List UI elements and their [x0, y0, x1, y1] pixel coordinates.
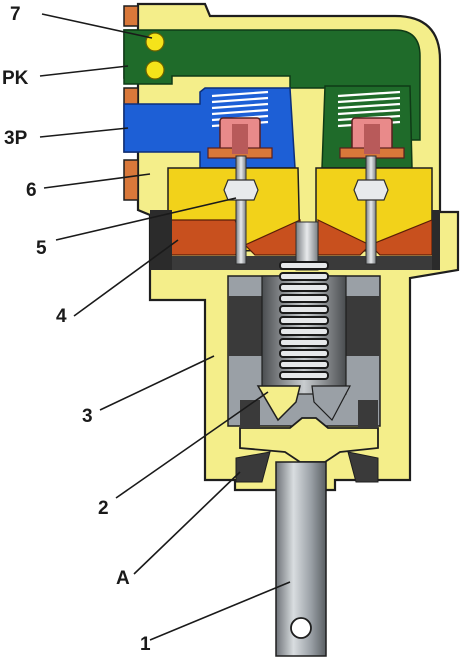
main-spring [279, 261, 329, 380]
valve-cap-right [339, 117, 405, 159]
stem-nut-right [353, 179, 389, 201]
label-6: 6 [26, 180, 37, 201]
valve-stem-right [365, 155, 377, 265]
check-ball-upper [145, 32, 165, 52]
leader-3 [99, 355, 215, 411]
piston-body [240, 400, 260, 428]
label-3p: 3P [4, 128, 28, 149]
housing-divider-right [432, 210, 440, 270]
leader-3p [39, 127, 129, 138]
check-ball-lower [145, 60, 165, 80]
label-3: 3 [82, 406, 93, 427]
housing-divider [150, 210, 172, 270]
leader-7 [41, 13, 153, 39]
stem-nut-left [223, 179, 259, 201]
leader-6 [43, 173, 151, 189]
leader-1 [149, 581, 291, 641]
piston-body-right [358, 400, 378, 428]
cavity-left [228, 296, 262, 356]
label-5: 5 [36, 238, 47, 259]
label-7: 7 [10, 4, 21, 25]
label-2: 2 [98, 498, 109, 519]
port-fitting-6 [123, 159, 139, 201]
valve-spring-right [337, 90, 401, 128]
leader-5 [55, 197, 237, 241]
piston-plunger-tip [256, 385, 301, 422]
piston-head [239, 417, 379, 463]
label-pk: PK [2, 68, 29, 89]
valve-spring-left [211, 90, 269, 128]
lower-seal-left [235, 451, 271, 483]
pushrod-hole [290, 617, 312, 639]
control-line-channel [123, 29, 421, 141]
label-4: 4 [56, 306, 67, 327]
port-fitting-7 [123, 5, 139, 27]
cavity-right [346, 296, 380, 356]
label-a: A [116, 568, 130, 589]
leader-a [133, 471, 241, 575]
valve-stem-left [235, 155, 247, 265]
valve-cap-left [207, 117, 273, 159]
leader-4 [73, 239, 179, 317]
leader-2 [115, 391, 269, 499]
lower-seal-right [347, 451, 379, 483]
diaphragm-left [169, 219, 246, 256]
piston-plunger-tip-right [311, 385, 351, 421]
label-1: 1 [140, 634, 151, 655]
leader-pk [39, 65, 129, 77]
